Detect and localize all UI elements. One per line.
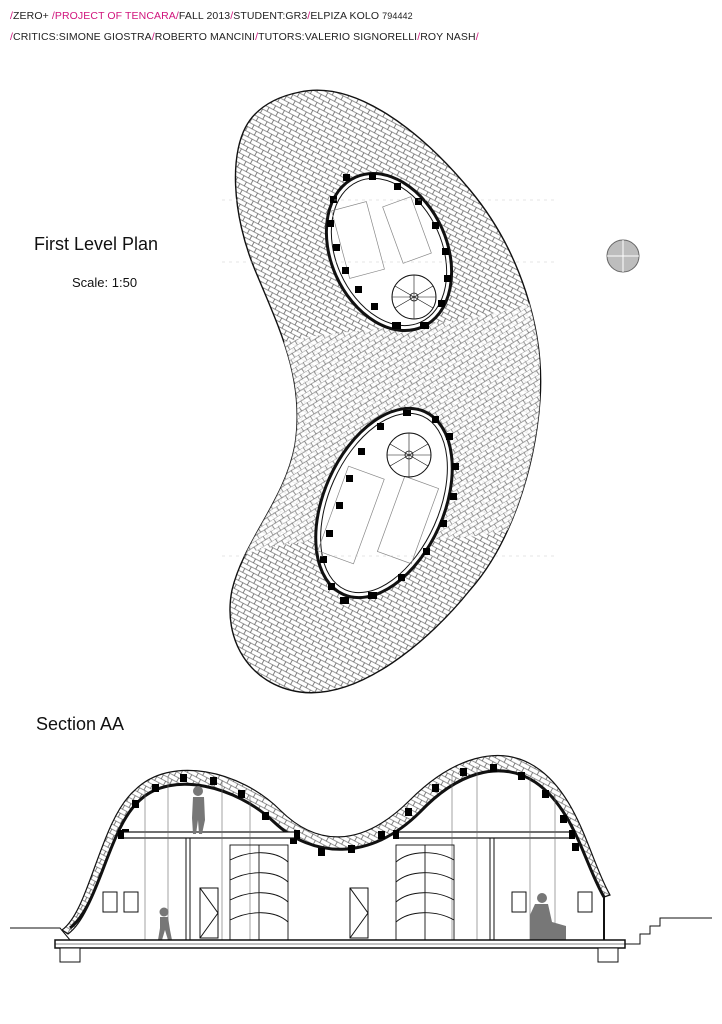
header-seg: /PROJECT OF TENCARA/ [51, 10, 179, 22]
first-level-plan [222, 89, 558, 694]
section-title: Section AA [36, 714, 125, 734]
header-seg: / [10, 10, 14, 22]
spiral-stair [391, 274, 437, 320]
header-seg: STUDENT:GR3 [233, 10, 308, 22]
header-seg: FALL 2013 [178, 10, 231, 22]
header-seg: / [475, 31, 479, 43]
header-seg: / [255, 31, 259, 43]
header-seg: TUTORS:VALERIO SIGNORELLI [258, 31, 418, 43]
header-seg: / [151, 31, 155, 43]
header-seg: CRITICS:SIMONE GIOSTRA [13, 31, 152, 43]
lower-room [314, 406, 459, 604]
header-seg: / [10, 31, 14, 43]
header-seg: 794442 [382, 11, 413, 21]
section-aa [10, 755, 712, 963]
header-line-1: /ZERO+ /PROJECT OF TENCARA/FALL 2013/STU… [10, 10, 413, 22]
human-figure [158, 907, 172, 940]
human-figure [530, 893, 566, 940]
header-line-2: /CRITICS:SIMONE GIOSTRA/ROBERTO MANCINI/… [10, 31, 479, 43]
plan-scale: Scale: 1:50 [72, 275, 138, 290]
header-seg: / [230, 10, 234, 22]
upper-room [324, 171, 454, 333]
header-seg: ROBERTO MANCINI [154, 31, 256, 43]
section-spiral-stair [395, 844, 455, 941]
header-seg: / [307, 10, 311, 22]
section-spiral-stair [229, 844, 289, 941]
spiral-stair [386, 432, 432, 478]
plan-title: First Level Plan [34, 234, 159, 254]
section-roof-shell [60, 755, 611, 935]
header-seg: ROY NASH [420, 31, 476, 43]
header-seg: / [417, 31, 421, 43]
north-arrow-icon [606, 239, 640, 273]
header-seg: ZERO+ [13, 10, 52, 22]
header-seg: ELPIZA KOLO [310, 10, 383, 22]
human-figure [192, 786, 205, 834]
